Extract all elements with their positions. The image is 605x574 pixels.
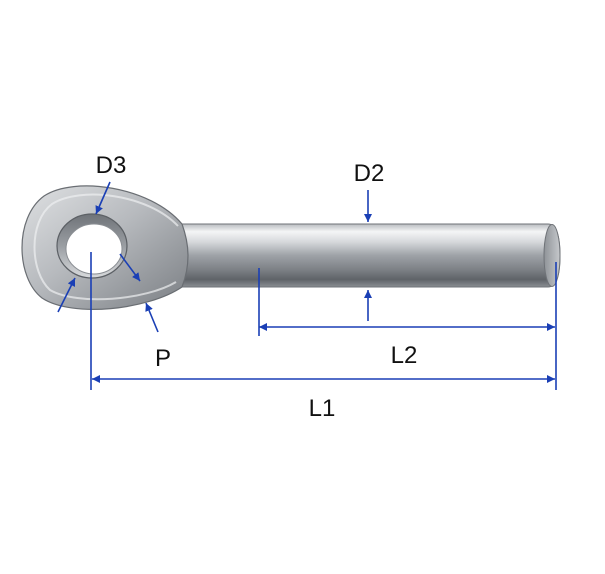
label-d2: D2 xyxy=(354,160,385,187)
label-p: P xyxy=(155,345,171,372)
eye-hole-opening xyxy=(65,223,123,275)
dimension-labels: D3 D2 P L2 L1 xyxy=(96,152,418,422)
dimension-d3-arrow-bottom xyxy=(57,277,76,313)
label-l1: L1 xyxy=(309,395,336,422)
label-l2: L2 xyxy=(391,342,418,369)
dimension-lines xyxy=(57,181,557,390)
dimension-p-arrow-lower xyxy=(145,302,159,333)
shaft-end xyxy=(543,224,561,287)
eye-rim xyxy=(33,193,179,301)
dimension-d3-arrow-top xyxy=(95,181,111,215)
shaft xyxy=(177,223,561,288)
label-d3: D3 xyxy=(96,152,127,179)
dimension-p-arrow-upper xyxy=(119,253,141,282)
eye-terminal-part xyxy=(21,185,561,310)
